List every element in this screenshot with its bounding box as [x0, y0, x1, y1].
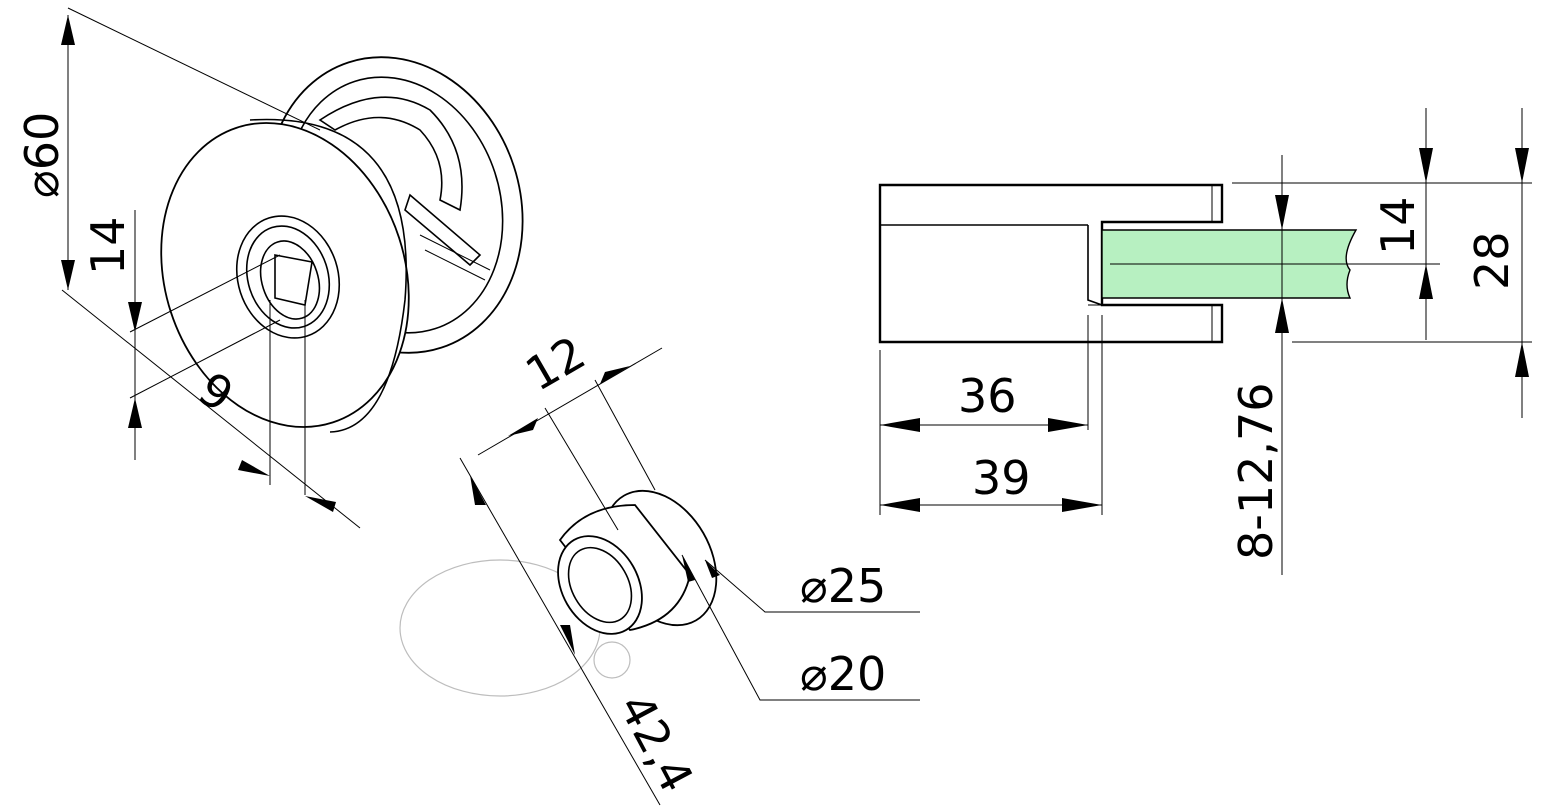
- dim-half-height-14: 14: [1371, 196, 1425, 255]
- dim-width-39: 39: [972, 451, 1031, 505]
- left-dimension-lines: [61, 7, 361, 529]
- dim-width-36: 36: [958, 369, 1017, 423]
- side-dimension-lines: [879, 108, 1532, 575]
- dim-bushing-length-12: 12: [517, 325, 595, 401]
- dim-height-14-left: 14: [81, 216, 135, 275]
- dim-glass-range: 8-12,76: [1229, 382, 1283, 560]
- dim-diameter-25: ⌀25: [800, 559, 886, 613]
- bushing-isometric-view: [399, 489, 718, 697]
- clamp-isometric-view: [160, 56, 524, 433]
- dim-bushing-diag-42-4: 42,4: [608, 685, 704, 801]
- dim-diameter-60: ⌀60: [15, 112, 69, 198]
- clamp-side-view: [878, 183, 1224, 344]
- bushing-dimension-lines: [459, 347, 920, 806]
- dim-diameter-20: ⌀20: [800, 647, 886, 701]
- dim-total-height-28: 28: [1465, 231, 1519, 290]
